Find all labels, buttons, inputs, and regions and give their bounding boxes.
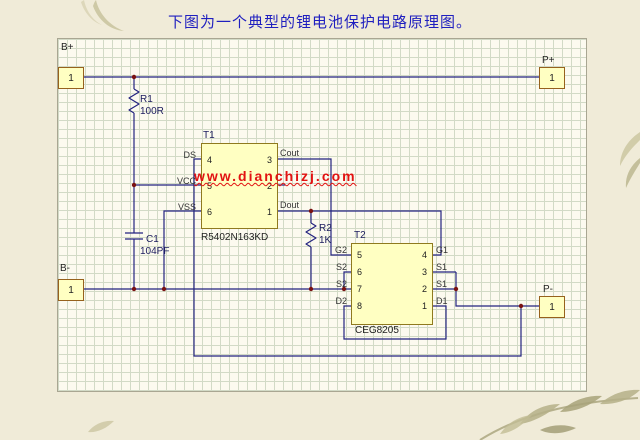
c1-designator: C1 bbox=[146, 234, 159, 245]
connector-pin-number: 1 bbox=[549, 301, 555, 313]
t1-pin-dout-label: Dout bbox=[280, 200, 300, 210]
t2-pin8-number: 8 bbox=[357, 301, 363, 311]
t1-pin2-number: 2 bbox=[266, 181, 272, 191]
t2-part-number: CEG8205 bbox=[355, 325, 399, 336]
connector-p-minus: 1 bbox=[539, 296, 565, 318]
t1-pin-ds-label: DS bbox=[183, 150, 196, 160]
wire-s1-to-pminus bbox=[455, 272, 539, 307]
t2-designator: T2 bbox=[354, 230, 366, 241]
page-title: 下图为一个典型的锂电池保护电路原理图。 bbox=[167, 14, 472, 31]
net-label-b-plus: B+ bbox=[61, 42, 74, 53]
t2-pin3-number: 3 bbox=[421, 267, 427, 277]
connector-p-plus: 1 bbox=[539, 67, 565, 89]
leaf-right-edge bbox=[620, 132, 640, 188]
wire-segments bbox=[82, 76, 539, 357]
junction-dots bbox=[131, 74, 524, 309]
connector-pin-number: 1 bbox=[68, 284, 74, 296]
wire-ds-sense bbox=[193, 158, 522, 357]
t2-ic-body: 5 6 7 8 4 3 2 1 bbox=[351, 243, 433, 325]
wire-s2-tie bbox=[343, 271, 351, 289]
r2-designator: R2 bbox=[319, 223, 332, 234]
net-label-p-plus: P+ bbox=[542, 55, 555, 66]
t1-pin4-number: 4 bbox=[207, 155, 213, 165]
t2-pin-s1a-label: S1 bbox=[436, 262, 448, 272]
t2-pin5-number: 5 bbox=[357, 250, 363, 260]
r1-value: 100R bbox=[140, 106, 164, 117]
t1-pin6-number: 6 bbox=[207, 207, 213, 217]
watermark-text: www.dianchizj.com bbox=[194, 168, 357, 184]
wire-layer bbox=[82, 74, 539, 357]
t1-pin-vss-label: VSS bbox=[177, 202, 196, 212]
t2-pin-d2-label: D2 bbox=[335, 296, 347, 306]
t1-ic-body: 4 5 6 3 2 1 bbox=[201, 143, 278, 229]
r2-resistor-symbol bbox=[305, 222, 317, 248]
t1-designator: T1 bbox=[203, 130, 215, 141]
connector-b-plus: 1 bbox=[58, 67, 84, 89]
connector-pin-number: 1 bbox=[549, 72, 555, 84]
t2-pin-s2a-label: S2 bbox=[335, 262, 347, 272]
t1-pin5-number: 5 bbox=[207, 181, 213, 191]
t1-pin-vcc-label: VCC bbox=[176, 176, 196, 186]
leaf-bottom-left bbox=[88, 420, 114, 433]
t1-pin3-number: 3 bbox=[266, 155, 272, 165]
t2-pin2-number: 2 bbox=[421, 284, 427, 294]
net-label-p-minus: P- bbox=[543, 284, 553, 295]
r2-value: 1K bbox=[319, 235, 332, 246]
t2-pin-d1-label: D1 bbox=[436, 296, 448, 306]
t2-pin-s1b-label: S1 bbox=[436, 279, 448, 289]
r1-designator: R1 bbox=[140, 94, 153, 105]
r1-resistor-symbol bbox=[128, 88, 140, 114]
t2-pin4-number: 4 bbox=[421, 250, 427, 260]
wire-cout-to-g2 bbox=[276, 158, 351, 256]
t2-pin-g1-label: G1 bbox=[436, 245, 449, 255]
t1-pin-cout-label: Cout bbox=[280, 148, 300, 158]
wire-vss bbox=[163, 210, 201, 289]
t2-pin6-number: 6 bbox=[357, 267, 363, 277]
t2-pin1-number: 1 bbox=[421, 301, 427, 311]
c1-value: 104PF bbox=[140, 246, 170, 257]
t1-pin1-number: 1 bbox=[266, 207, 272, 217]
component-symbols bbox=[125, 88, 317, 248]
connector-pin-number: 1 bbox=[68, 72, 74, 84]
t2-pin-g2-label: G2 bbox=[334, 245, 347, 255]
leaf-top-left bbox=[81, 0, 124, 31]
t2-pin-s2b-label: S2 bbox=[335, 279, 347, 289]
schematic-sheet: B+ P+ B- P- 1 1 1 1 R1 100R C1 104PF R2 … bbox=[57, 38, 587, 392]
connector-b-minus: 1 bbox=[58, 279, 84, 301]
wire-drain-tie bbox=[343, 305, 447, 340]
leaf-bottom-right bbox=[479, 389, 640, 440]
t2-pin7-number: 7 bbox=[357, 284, 363, 294]
wire-dout-to-g1 bbox=[276, 210, 442, 256]
t1-part-number: R5402N163KD bbox=[201, 232, 269, 243]
net-label-b-minus: B- bbox=[60, 263, 70, 274]
